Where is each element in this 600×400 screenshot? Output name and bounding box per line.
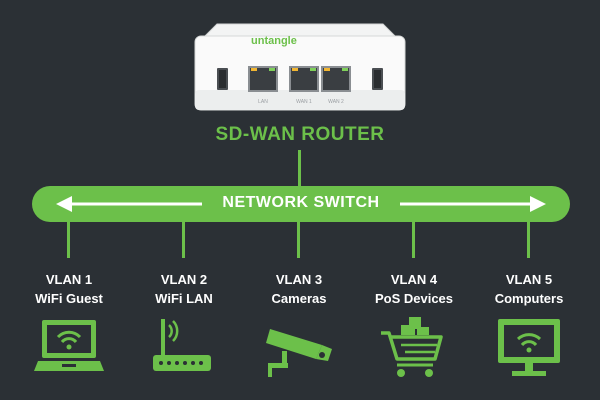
vlan-name: WiFi Guest — [35, 291, 103, 306]
vlan-id: VLAN 5 — [505, 272, 553, 287]
vlan-name: Computers — [494, 291, 564, 306]
switch-arrows-icon — [56, 196, 546, 212]
network-switch-label: NETWORK SWITCH — [222, 194, 380, 211]
port-label-wan1: WAN 1 — [296, 99, 312, 105]
vlan-5-connector-line — [527, 222, 530, 258]
port-label-wan2: WAN 2 — [328, 99, 344, 105]
vlan-3-connector-line — [297, 222, 300, 258]
vlan-2-label: VLAN 2 WiFi LAN — [124, 270, 244, 308]
vlan-id: VLAN 4 — [390, 272, 438, 287]
port-label-lan: LAN — [258, 99, 268, 105]
router-title: SD-WAN ROUTER — [215, 124, 385, 145]
vlan-id: VLAN 2 — [160, 272, 208, 287]
vlan-name: WiFi LAN — [155, 291, 213, 306]
vlan-2-connector-line — [182, 222, 185, 258]
vlan-5-label: VLAN 5 Computers — [469, 270, 589, 308]
vlan-id: VLAN 3 — [275, 272, 323, 287]
monitor-wifi-icon — [498, 319, 560, 376]
vlan-3-label: VLAN 3 Cameras — [239, 270, 359, 308]
vlan-4-connector-line — [412, 222, 415, 258]
router-connector-line — [298, 150, 301, 188]
wifi-router-icon — [153, 319, 211, 371]
vlan-name: PoS Devices — [374, 291, 454, 306]
network-switch-bar: NETWORK SWITCH — [32, 186, 570, 222]
vlan-1-connector-line — [67, 222, 70, 258]
vlan-1-label: VLAN 1 WiFi Guest — [9, 270, 129, 308]
vlan-name: Cameras — [271, 291, 327, 306]
shopping-cart-icon — [381, 317, 443, 377]
router-brand-logo: untangle — [251, 35, 297, 47]
vlan-4-label: VLAN 4 PoS Devices — [354, 270, 474, 308]
router-device-image: untangle LAN WAN 1 WAN 2 — [194, 23, 406, 111]
security-camera-icon — [266, 329, 332, 377]
laptop-wifi-icon — [34, 320, 104, 371]
vlan-id: VLAN 1 — [45, 272, 93, 287]
